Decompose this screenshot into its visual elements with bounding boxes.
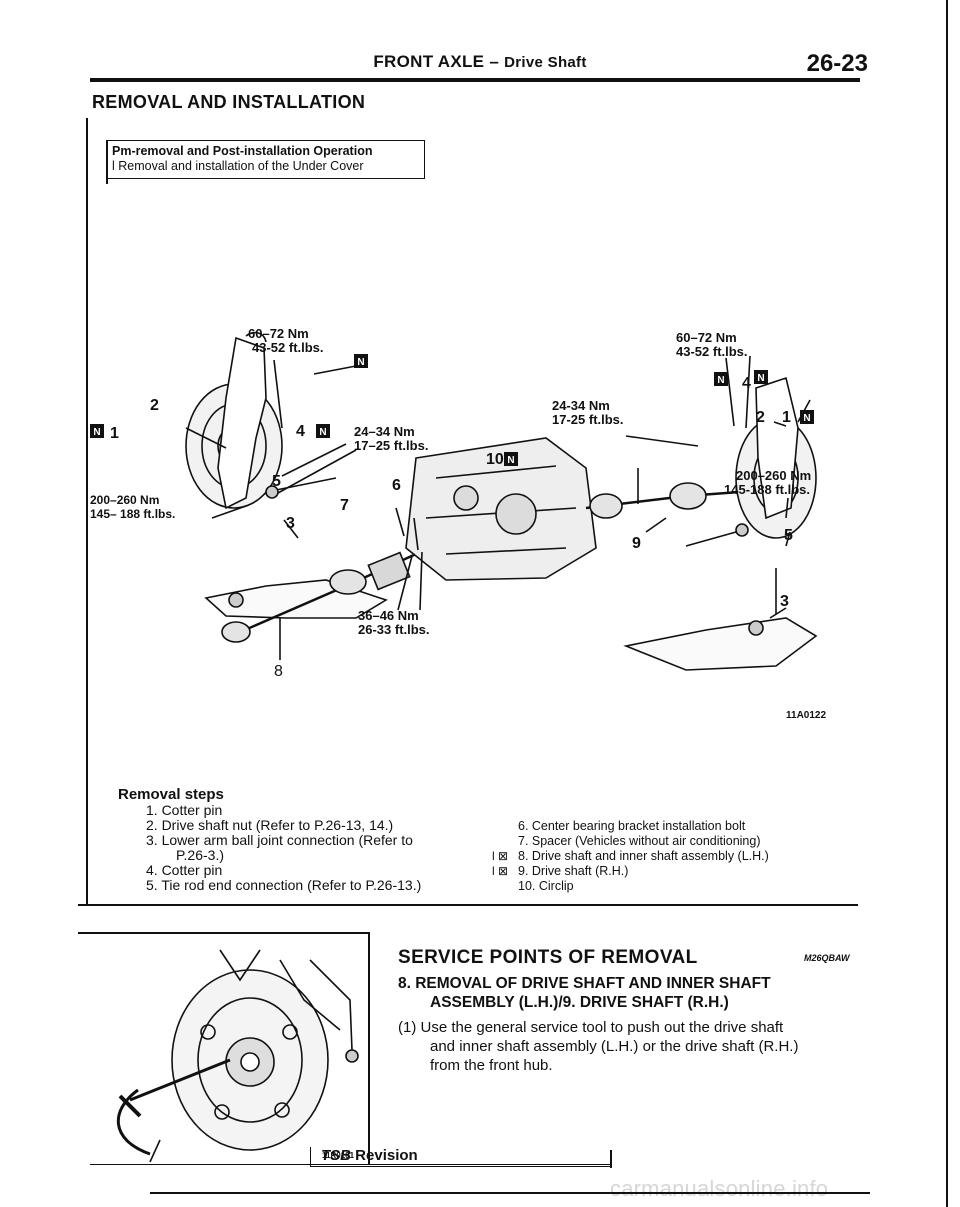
footer-top-rule (90, 1164, 610, 1165)
service-body-line1: (1) Use the general service tool to push… (398, 1019, 784, 1036)
service-points-title: SERVICE POINTS OF REMOVAL (398, 947, 698, 968)
removal-step-9: 9. Drive shaft (R.H.) (518, 864, 629, 878)
right-edge-line (946, 0, 948, 1207)
torque-mid-left-nm: 24–34 Nm (354, 424, 415, 439)
section-divider (78, 904, 858, 906)
torque-hub-left: 200–260 Nm 145– 188 ft.lbs. (90, 493, 175, 521)
photo-right-rule (368, 932, 370, 1164)
header-title: FRONT AXLE – Drive Shaft (0, 52, 960, 72)
torque-bearing-ftlb: 26-33 ft.lbs. (358, 622, 430, 637)
torque-bearing: 36–46 Nm 26-33 ft.lbs. (358, 608, 430, 637)
new-mark-2: N (357, 357, 364, 368)
service-step-heading-line2: ASSEMBLY (L.H.)/9. DRIVE SHAFT (R.H.) (430, 994, 729, 1011)
callout-left-2: 2 (150, 397, 159, 414)
torque-hub-left-nm: 200–260 Nm (90, 493, 159, 507)
pre-removal-box: Pm-removal and Post-installation Operati… (106, 140, 425, 179)
callout-right-1: 1 (782, 409, 791, 426)
service-mark-8: l ⊠ (492, 849, 509, 863)
diagram-linework (185, 331, 818, 671)
service-illustration-linework (116, 949, 359, 1162)
new-mark-4: N (507, 455, 514, 466)
new-mark-6: N (757, 373, 764, 384)
removal-step-6: 6. Center bearing bracket installation b… (518, 819, 746, 833)
removal-steps-title: Removal steps (118, 786, 224, 803)
service-illustration: 11R0101 (116, 949, 359, 1162)
tsb-label: TSB (321, 1147, 351, 1164)
torque-top-right: 60–72 Nm 43-52 ft.lbs. (676, 330, 748, 359)
header-rule (90, 78, 860, 82)
callout-right-10: 10 (486, 451, 504, 468)
pre-removal-item: l Removal and installation of the Under … (112, 159, 364, 173)
removal-step-1: 1. Cotter pin (146, 802, 223, 818)
torque-top-left-nm: 60–72 Nm (248, 326, 309, 341)
callout-left-5: 5 (272, 473, 281, 490)
torque-mid-center: 24-34 Nm 17-25 ft.lbs. (552, 398, 624, 427)
service-step-heading: 8. REMOVAL OF DRIVE SHAFT AND INNER SHAF… (398, 974, 771, 1012)
callout-left-8: 8 (274, 663, 283, 680)
removal-step-2: 2. Drive shaft nut (Refer to P.26-13, 14… (146, 817, 394, 833)
callout-left-1: 1 (110, 425, 119, 442)
torque-hub-left-ftlb: 145– 188 ft.lbs. (90, 507, 175, 521)
callout-left-7: 7 (340, 497, 349, 514)
torque-mid-center-nm: 24-34 Nm (552, 398, 610, 413)
tsb-box-right-border (610, 1150, 612, 1168)
new-mark-3: N (319, 427, 326, 438)
page-number: 26-23 (806, 50, 868, 77)
torque-mid-left: 24–34 Nm 17–25 ft.lbs. (354, 424, 428, 453)
pre-removal-title: Pm-removal and Post-installation Operati… (112, 144, 373, 158)
torque-top-right-nm: 60–72 Nm (676, 330, 737, 345)
torque-top-right-ftlb: 43-52 ft.lbs. (676, 344, 748, 359)
service-step-body: (1) Use the general service tool to push… (398, 1018, 853, 1075)
torque-hub-right-ftlb: 145-188 ft.lbs. (724, 482, 810, 497)
torque-bearing-nm: 36–46 Nm (358, 608, 419, 623)
service-step-heading-line1: 8. REMOVAL OF DRIVE SHAFT AND INNER SHAF… (398, 975, 771, 992)
callout-left-4: 4 (296, 423, 305, 440)
torque-mid-center-ftlb: 17-25 ft.lbs. (552, 412, 624, 427)
photo-code: 11R0101 (322, 1151, 355, 1160)
service-body-line2: and inner shaft assembly (L.H.) or the d… (430, 1038, 799, 1055)
removal-step-10: 10. Circlip (518, 879, 574, 893)
service-mark-9: l ⊠ (492, 864, 509, 878)
watermark: carmanualsonline.info (610, 1176, 829, 1201)
torque-hub-right: 200–260 Nm 145-188 ft.lbs. (724, 468, 811, 497)
torque-top-left: 60–72 Nm 43-52 ft.lbs. (248, 326, 324, 355)
removal-steps-left: 1. Cotter pin 2. Drive shaft nut (Refer … (146, 803, 421, 893)
removal-step-4: 4. Cotter pin (146, 862, 223, 878)
torque-top-left-ftlb: 43-52 ft.lbs. (252, 340, 324, 355)
callout-left-6: 6 (392, 477, 401, 494)
callout-right-3: 3 (780, 593, 789, 610)
header-subtitle: Drive Shaft (504, 54, 587, 71)
removal-step-3: 3. Lower arm ball joint connection (Refe… (146, 832, 413, 848)
service-body-line3: from the front hub. (430, 1057, 553, 1074)
torque-mid-left-ftlb: 17–25 ft.lbs. (354, 438, 428, 453)
section-title: REMOVAL AND INSTALLATION (92, 92, 366, 112)
callout-right-5: 5 (784, 527, 793, 544)
removal-step-3-cont: P.26-3.) (176, 847, 224, 863)
service-points-code: M26QBAW (804, 953, 850, 963)
callout-right-4: 4 (742, 375, 751, 392)
header-dash: – (489, 52, 500, 71)
photo-top-rule (78, 932, 368, 934)
removal-steps-right: 6. Center bearing bracket installation b… (518, 819, 769, 894)
left-margin-line (86, 118, 88, 904)
new-mark-7: N (803, 413, 810, 424)
footer-rule (150, 1192, 870, 1194)
pre-box-left-border (106, 140, 108, 184)
revision-label: Revision (355, 1147, 418, 1164)
new-mark-1: N (93, 427, 100, 438)
callout-right-2: 2 (756, 409, 765, 426)
torque-hub-right-nm: 200–260 Nm (736, 468, 811, 483)
removal-step-7: 7. Spacer (Vehicles without air conditio… (518, 834, 761, 848)
tsb-revision-box: TSB Revision (310, 1147, 610, 1167)
new-mark-5: N (717, 375, 724, 386)
callout-left-3: 3 (286, 515, 295, 532)
removal-step-5: 5. Tie rod end connection (Refer to P.26… (146, 877, 422, 893)
removal-step-8: 8. Drive shaft and inner shaft assembly … (518, 849, 769, 863)
callout-right-9: 9 (632, 535, 641, 552)
header-main-title: FRONT AXLE (373, 52, 485, 71)
new-part-marks: N N N N N N N (90, 354, 814, 466)
figure-code: 11A0122 (786, 710, 826, 721)
exploded-diagram: 60–72 Nm 43-52 ft.lbs. 60–72 Nm 43-52 ft… (90, 326, 826, 721)
